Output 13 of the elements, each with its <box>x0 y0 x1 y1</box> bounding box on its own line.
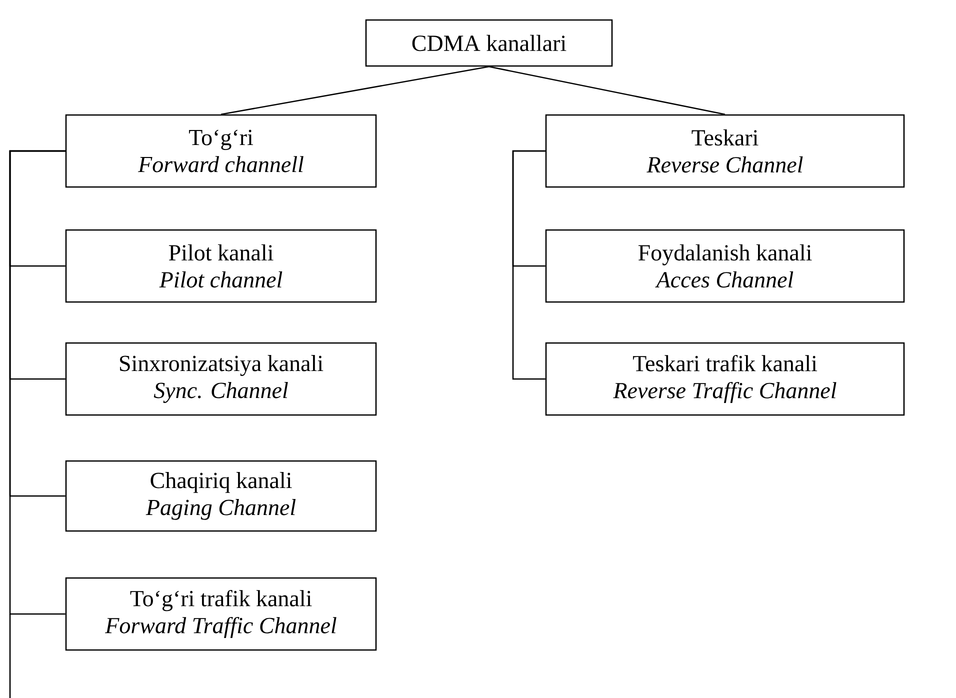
connector-line <box>9 150 66 615</box>
channel-box: Pilot kanali Pilot channel <box>65 229 377 303</box>
channel-box: CDMA kanallari <box>365 19 613 67</box>
connector-line <box>220 66 490 115</box>
channel-box: Teskari Reverse Channel <box>545 114 905 188</box>
channel-box: Teskari trafik kanali Reverse Traffic Channel <box>545 342 905 416</box>
channel-box: Foydalanish kanali Acces Channel <box>545 229 905 303</box>
connector-line <box>488 66 726 115</box>
channel-box: Chaqiriq kanali Paging Channel <box>65 460 377 532</box>
channel-box: To‘g‘ri Forward channell <box>65 114 377 188</box>
channel-box: To‘g‘ri trafik kanali Forward Traffic Channel <box>65 577 377 651</box>
channel-box: Sinxronizatsiya kanali Sync. Channel <box>65 342 377 416</box>
connector-line <box>512 150 546 380</box>
